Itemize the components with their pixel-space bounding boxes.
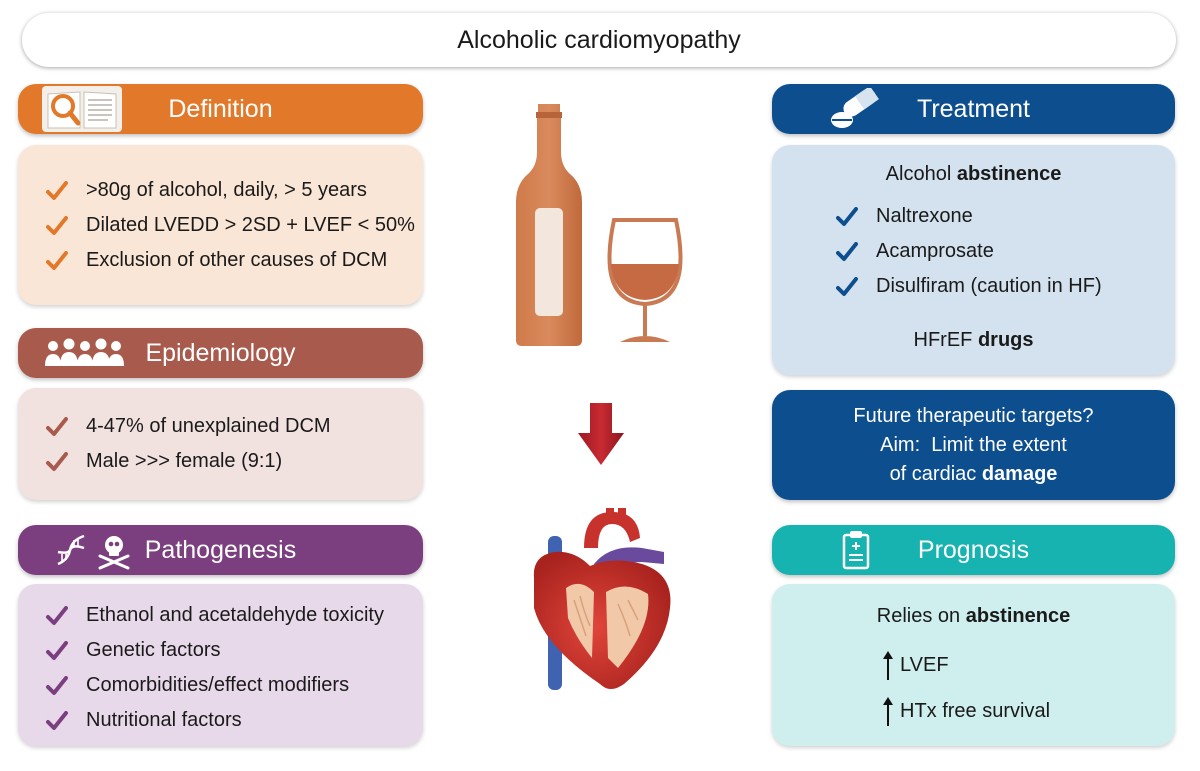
treatment-drugs: HFrEF drugs [913, 329, 1034, 351]
wine-bottle-icon [516, 104, 582, 346]
up-arrow-icon [883, 697, 893, 726]
list-item: Genetic factors [46, 633, 384, 668]
heart-icon [533, 508, 671, 690]
dna-skull-icon [56, 525, 136, 575]
treatment-header-label: Treatment [916, 94, 1030, 123]
future-line-3: of cardiac damage [889, 462, 1058, 485]
prognosis-item-htx: HTx free survival [880, 694, 1050, 728]
list-item: Ethanol and acetaldehyde toxicity [46, 598, 384, 633]
pathogenesis-list: Ethanol and acetaldehyde toxicity Geneti… [46, 598, 384, 738]
page-title: Alcoholic cardiomyopathy [22, 13, 1176, 67]
treatment-box: Alcohol abstinence Naltrexone Acamprosat… [772, 145, 1175, 375]
definition-header-label: Definition [168, 94, 273, 123]
future-line-1: Future therapeutic targets? [853, 404, 1094, 427]
future-line-2: Aim: Limit the extent [880, 433, 1067, 456]
list-item: Disulfiram (caution in HF) [836, 269, 1102, 304]
future-targets-box: Future therapeutic targets? Aim: Limit t… [772, 390, 1175, 500]
people-group-icon [44, 328, 124, 378]
prognosis-header: Prognosis [772, 525, 1175, 575]
list-item: Dilated LVEDD > 2SD + LVEF < 50% [46, 208, 415, 243]
down-arrow-icon [578, 403, 624, 465]
check-icon [46, 710, 86, 731]
wine-glass-icon [607, 218, 683, 342]
check-icon [46, 675, 86, 696]
check-icon [836, 241, 876, 262]
list-item: Naltrexone [836, 199, 1102, 234]
list-item: Nutritional factors [46, 703, 384, 738]
clipboard-icon [842, 525, 870, 575]
pathogenesis-header: Pathogenesis [18, 525, 423, 575]
treatment-header: Treatment [772, 84, 1175, 134]
list-item: >80g of alcohol, daily, > 5 years [46, 173, 415, 208]
prognosis-item-lvef: LVEF [880, 648, 949, 682]
epidemiology-header-label: Epidemiology [145, 338, 296, 367]
check-icon [836, 276, 876, 297]
prognosis-header-label: Prognosis [917, 535, 1030, 564]
prognosis-subtitle: Relies on abstinence [876, 605, 1071, 627]
check-icon [46, 180, 86, 201]
list-item: Male >>> female (9:1) [46, 444, 331, 479]
list-item: 4-47% of unexplained DCM [46, 409, 331, 444]
epidemiology-box: 4-47% of unexplained DCM Male >>> female… [18, 388, 423, 500]
definition-header: Definition [18, 84, 423, 134]
definition-box: >80g of alcohol, daily, > 5 years Dilate… [18, 145, 423, 305]
title-text: Alcoholic cardiomyopathy [457, 25, 741, 54]
book-magnifier-icon [42, 84, 122, 134]
check-icon [46, 451, 86, 472]
treatment-list: Naltrexone Acamprosate Disulfiram (cauti… [836, 199, 1102, 304]
epidemiology-list: 4-47% of unexplained DCM Male >>> female… [46, 409, 331, 479]
epidemiology-header: Epidemiology [18, 328, 423, 378]
list-item: Acamprosate [836, 234, 1102, 269]
up-arrow-icon [883, 651, 893, 680]
pathogenesis-header-label: Pathogenesis [144, 535, 297, 564]
check-icon [46, 640, 86, 661]
prognosis-box: Relies on abstinence LVEF HTx free survi… [772, 584, 1175, 746]
check-icon [46, 250, 86, 271]
list-item: Comorbidities/effect modifiers [46, 668, 384, 703]
check-icon [46, 215, 86, 236]
check-icon [46, 416, 86, 437]
pills-icon [830, 84, 880, 134]
check-icon [46, 605, 86, 626]
check-icon [836, 206, 876, 227]
treatment-subtitle: Alcohol abstinence [885, 163, 1062, 185]
list-item: Exclusion of other causes of DCM [46, 243, 415, 278]
pathogenesis-box: Ethanol and acetaldehyde toxicity Geneti… [18, 584, 423, 746]
definition-list: >80g of alcohol, daily, > 5 years Dilate… [46, 173, 415, 278]
